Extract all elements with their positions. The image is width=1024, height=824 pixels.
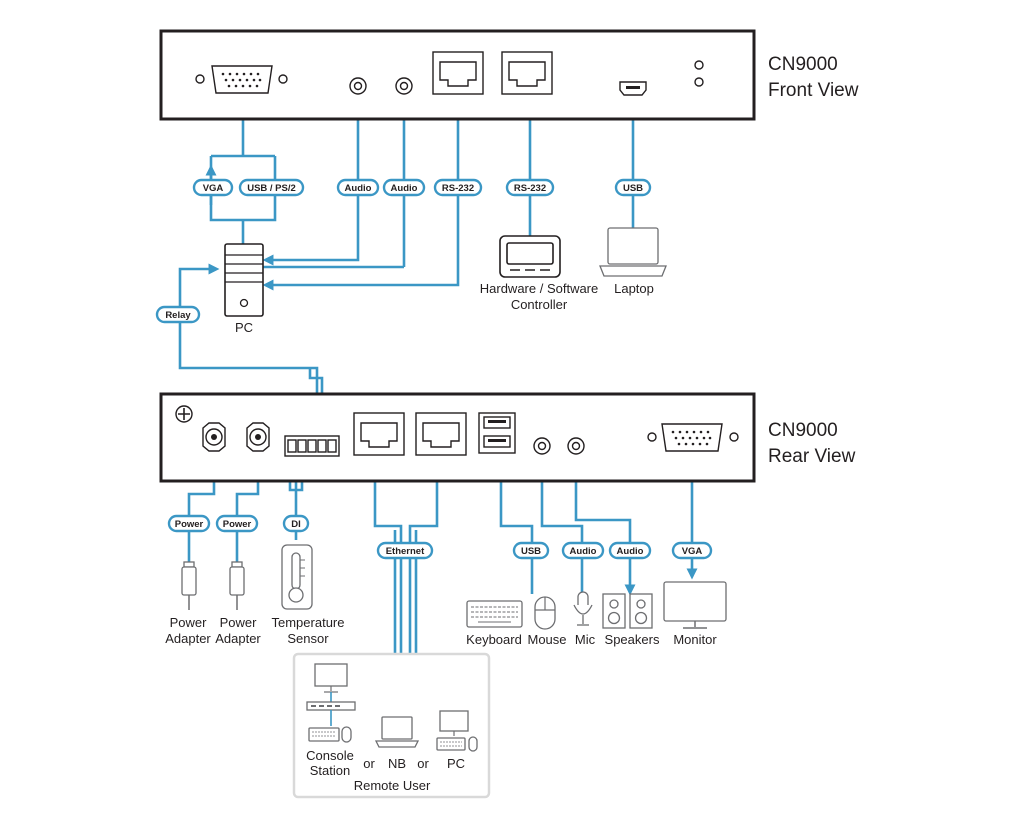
pc-label: PC (235, 320, 253, 335)
power-adapter-1-line1: Power (170, 615, 208, 630)
console-label-line1: Console (306, 748, 354, 763)
svg-text:USB / PS/2: USB / PS/2 (247, 183, 296, 194)
svg-text:Ethernet: Ethernet (386, 546, 425, 557)
mouse-label: Mouse (527, 632, 566, 647)
or-label-2: or (417, 756, 429, 771)
svg-text:Power: Power (223, 519, 252, 530)
pill-rs232-front-2: RS-232 (505, 178, 555, 197)
power-plug-icon (181, 561, 197, 610)
svg-text:Audio: Audio (617, 546, 644, 557)
rear-panel: CN9000 Rear View (159, 392, 856, 483)
keyboard-icon (466, 600, 523, 628)
front-title-line1: CN9000 (768, 54, 838, 75)
power-socket-icon (202, 422, 226, 452)
terminal-block-icon (284, 435, 340, 457)
mini-usb-port-icon (619, 81, 647, 96)
pill-usb-ps2: USB / PS/2 (238, 178, 305, 197)
controller-label-line2: Controller (511, 297, 568, 312)
pill-di: DI (282, 514, 310, 533)
pill-power-2: Power (215, 514, 259, 533)
power-plug-icon (229, 561, 245, 610)
nb-label: NB (388, 756, 406, 771)
mic-label: Mic (575, 632, 596, 647)
pill-usb-rear: USB (512, 541, 550, 560)
svg-text:RS-232: RS-232 (442, 183, 474, 194)
pc-tower-icon (224, 243, 264, 317)
svg-text:VGA: VGA (682, 546, 703, 557)
ground-screw-icon (175, 405, 193, 423)
cables (178, 94, 698, 654)
front-title-line2: Front View (768, 80, 859, 101)
svg-text:Audio: Audio (345, 183, 372, 194)
remote-pc-label: PC (447, 756, 465, 771)
svg-text:RS-232: RS-232 (514, 183, 546, 194)
microphone-icon (573, 591, 593, 626)
laptop-icon (599, 227, 667, 277)
temp-sensor-line2: Sensor (287, 631, 329, 646)
pill-power-1: Power (167, 514, 211, 533)
vga-port-icon (647, 423, 739, 452)
notebook-icon (374, 716, 420, 748)
svg-text:Relay: Relay (165, 310, 191, 321)
speakers-icon (602, 593, 653, 629)
svg-text:Power: Power (175, 519, 204, 530)
pill-vga-front: VGA (192, 178, 234, 197)
temp-sensor-line1: Temperature (272, 615, 345, 630)
usb-port-icon (478, 412, 516, 454)
rear-title-line2: Rear View (768, 446, 856, 467)
monitor-icon (663, 581, 727, 629)
or-label-1: or (363, 756, 375, 771)
rj45-port-icon (501, 51, 553, 95)
vga-port-icon (195, 65, 288, 94)
rj45-port-icon (432, 51, 484, 95)
power-adapter-1-line2: Adapter (165, 631, 211, 646)
pill-usb-front: USB (614, 178, 652, 197)
pill-rs232-front-1: RS-232 (433, 178, 483, 197)
power-adapter-2-line2: Adapter (215, 631, 261, 646)
svg-text:USB: USB (623, 183, 643, 194)
pill-audio-rear-2: Audio (608, 541, 652, 560)
audio-jack-icon (349, 77, 367, 95)
remote-user-box: Console Station or NB or PC Remote User (292, 652, 491, 799)
pill-audio-front-1: Audio (336, 178, 380, 197)
console-station-icon (306, 663, 356, 743)
pill-relay: Relay (155, 305, 201, 324)
power-adapter-2-line1: Power (220, 615, 258, 630)
pill-vga-rear: VGA (671, 541, 713, 560)
laptop-label: Laptop (614, 281, 654, 296)
audio-jack-icon (395, 77, 413, 95)
console-label-line2: Station (310, 763, 350, 778)
keyboard-label: Keyboard (466, 632, 522, 647)
svg-text:VGA: VGA (203, 183, 224, 194)
audio-jack-icon (567, 437, 585, 455)
led-icon (694, 77, 704, 87)
temperature-sensor-icon (281, 544, 313, 610)
front-panel: CN9000 Front View (159, 29, 859, 121)
controller-label-line1: Hardware / Software (480, 281, 599, 296)
controller-icon (499, 235, 561, 278)
svg-text:Audio: Audio (391, 183, 418, 194)
pill-ethernet: Ethernet (376, 541, 434, 560)
led-icon (694, 60, 704, 70)
svg-text:USB: USB (521, 546, 541, 557)
power-socket-icon (246, 422, 270, 452)
pill-audio-front-2: Audio (382, 178, 426, 197)
rj45-port-icon (415, 412, 467, 456)
pill-audio-rear-1: Audio (561, 541, 605, 560)
rear-title-line1: CN9000 (768, 420, 838, 441)
speakers-label: Speakers (605, 632, 660, 647)
mouse-icon (534, 596, 556, 630)
svg-text:DI: DI (291, 519, 301, 530)
rj45-port-icon (353, 412, 405, 456)
audio-jack-icon (533, 437, 551, 455)
remote-pc-icon (436, 710, 478, 752)
remote-user-caption: Remote User (354, 778, 431, 793)
monitor-label: Monitor (673, 632, 717, 647)
svg-text:Audio: Audio (570, 546, 597, 557)
